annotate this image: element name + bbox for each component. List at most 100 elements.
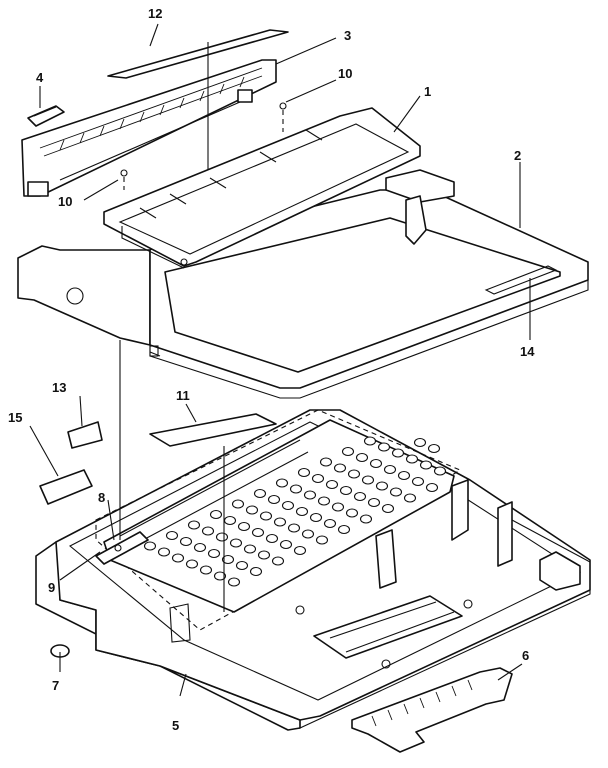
callout-14: 14 [520,344,535,359]
key [297,467,311,478]
key [293,545,307,556]
key [361,475,375,485]
key [391,448,405,458]
key [249,566,263,577]
key [143,541,157,551]
key [253,488,267,499]
key [359,514,373,524]
key [229,538,243,548]
key [413,437,427,448]
key [267,494,281,505]
key [341,446,355,457]
label-11 [149,413,277,447]
key [337,524,351,535]
key [377,442,391,452]
key [389,487,403,497]
key [213,571,227,581]
key [333,463,347,473]
key [309,512,323,523]
key [259,511,273,521]
callout-15: 15 [8,410,22,425]
key [271,556,285,566]
label-13 [67,421,103,449]
callout-12: 12 [148,6,162,21]
key [367,497,381,508]
key [325,479,339,490]
callout-2: 2 [514,148,521,163]
callout-6: 6 [522,648,529,663]
base-housing [35,409,591,731]
key [201,526,215,536]
key [301,529,315,539]
key [231,499,245,509]
key [383,464,397,475]
key [363,436,377,446]
key [345,508,359,518]
key [369,458,383,469]
key [281,500,295,511]
callout-10-top: 10 [338,66,352,81]
key [347,469,361,479]
key [323,518,337,529]
key [289,484,303,494]
key [265,533,279,544]
key [273,517,287,527]
key [397,470,411,481]
callout-5: 5 [172,718,179,733]
key [427,443,441,454]
callout-3: 3 [344,28,351,43]
callout-4: 4 [36,70,44,85]
callout-7: 7 [52,678,59,693]
small-clip [27,105,65,127]
key [237,521,251,532]
key [275,478,289,488]
key [303,490,317,500]
key [355,452,369,463]
key [405,454,419,464]
key [375,481,389,491]
key [319,457,333,467]
key [311,473,325,484]
key [243,544,257,554]
rear-roller-bar [21,59,277,197]
key [207,548,221,559]
key [251,527,265,538]
key [411,476,425,487]
label-strip [107,29,289,79]
key [257,550,271,560]
key [287,523,301,533]
key [171,553,185,563]
key [315,535,329,545]
callout-9: 9 [48,580,55,595]
key [403,493,417,503]
key [157,547,171,557]
key [425,482,439,493]
key [317,496,331,506]
key [381,503,395,514]
key [331,502,345,512]
callout-8: 8 [98,490,105,505]
key [235,560,249,571]
key [419,460,433,470]
label-15 [39,469,93,505]
callout-13: 13 [52,380,66,395]
screw [120,102,287,190]
key [179,536,193,547]
key [339,485,353,496]
key [245,505,259,515]
key [433,466,447,476]
key-grid [143,436,447,587]
paper-guide-assembly [103,107,421,269]
key [223,515,237,526]
key [221,554,235,565]
key [187,520,201,530]
callout-10-left: 10 [58,194,72,209]
key [279,539,293,550]
key [165,530,179,541]
key [353,491,367,502]
key [209,509,223,520]
key [215,532,229,542]
bracket [351,667,513,753]
